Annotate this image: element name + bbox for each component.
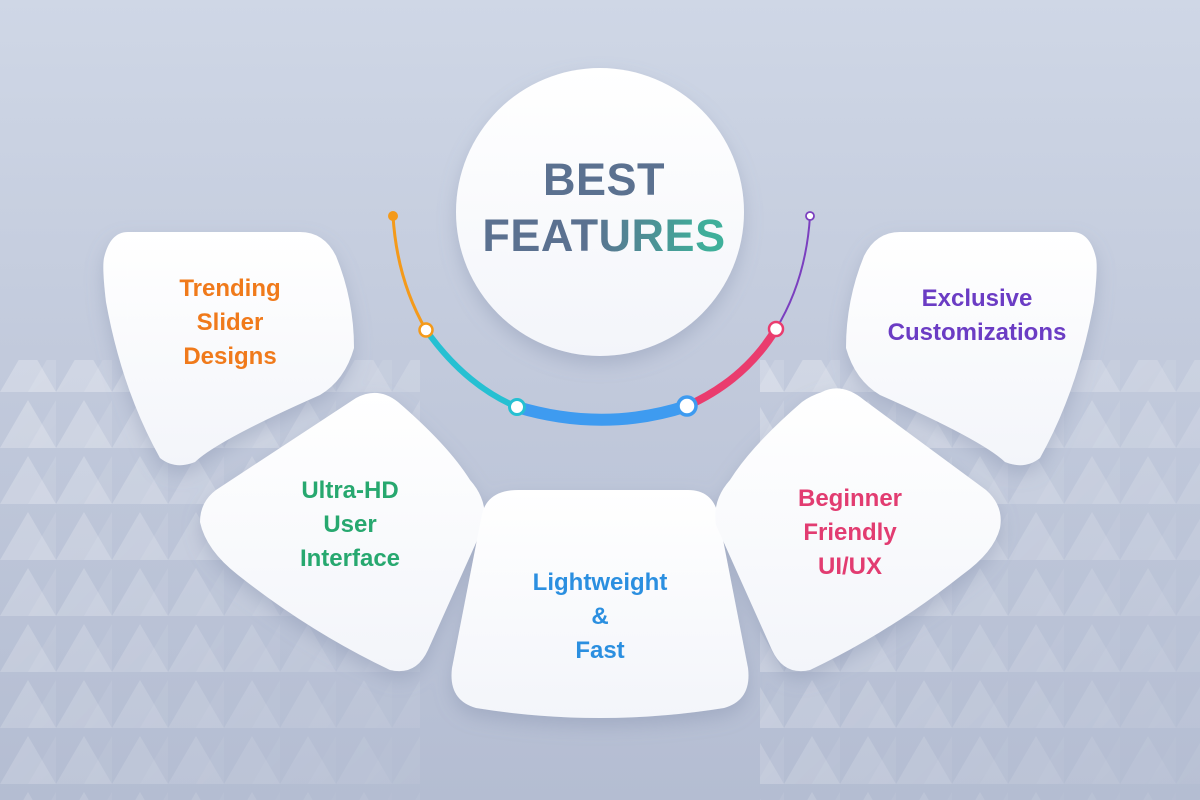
feature-card-trending <box>103 232 354 466</box>
arc-segment-blue <box>511 400 693 426</box>
page-title: BEST FEATURES <box>460 152 748 264</box>
feature-label-lightweight: Lightweight & Fast <box>532 569 668 664</box>
arc-node-ring-icon <box>508 398 526 416</box>
feature-label-trending: Trending Slider Designs <box>179 275 281 370</box>
feature-card-ultra-hd <box>200 392 485 672</box>
feature-label-ultra-hd: Ultra-HD User Interface <box>299 477 401 572</box>
arc-end-dot-icon <box>805 211 815 221</box>
feature-card-lightweight <box>451 490 749 718</box>
arc-segment-orange <box>391 214 428 332</box>
feature-card-exclusive <box>846 232 1097 466</box>
arc-start-dot-icon <box>388 211 398 221</box>
title-line-1: BEST <box>542 154 665 205</box>
arc-node-ring-icon <box>676 395 698 417</box>
arc-segment-cyan <box>423 327 520 410</box>
arc-segment-pink <box>683 325 780 410</box>
feature-label-exclusive: Exclusive Customizations <box>887 285 1067 346</box>
arc-node-ring-icon <box>767 320 785 338</box>
feature-arc <box>391 214 811 426</box>
feature-label-beginner: Beginner Friendly UI/UX <box>797 485 902 580</box>
arc-node-ring-icon <box>418 322 434 338</box>
title-line-2: FEATURES <box>460 208 748 264</box>
arc-segment-purple <box>775 215 811 330</box>
center-circle <box>456 68 744 356</box>
feature-card-beginner <box>715 388 1001 672</box>
